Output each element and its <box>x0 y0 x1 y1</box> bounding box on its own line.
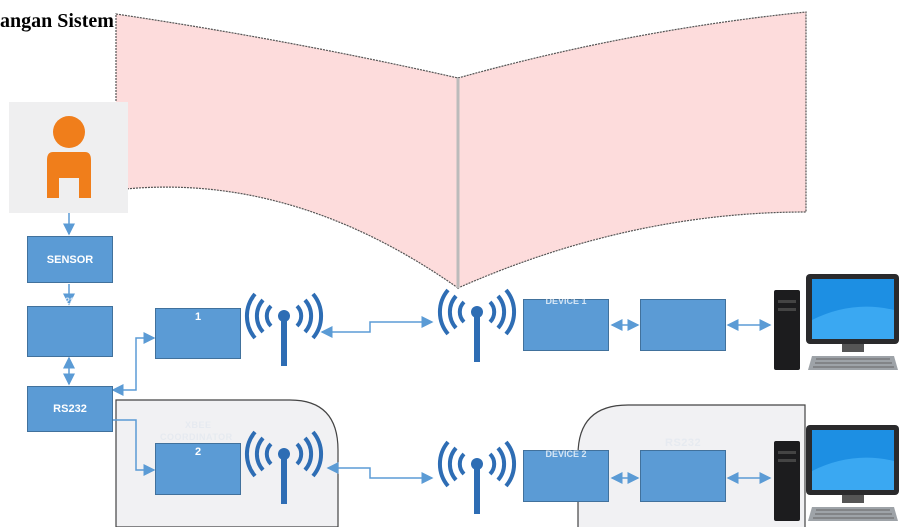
person-panel <box>9 102 128 213</box>
antenna-icon <box>244 292 324 366</box>
rs232-right-box <box>640 450 726 502</box>
converter-1-box <box>640 299 726 351</box>
person-icon <box>47 116 91 198</box>
antenna-icon <box>437 440 517 514</box>
receiver-2-box: 2 <box>155 443 241 495</box>
device-2-box: DEVICE 2 <box>523 449 609 502</box>
sensor-box: SENSOR <box>27 236 113 283</box>
receiver-1-label: 1 <box>194 311 202 323</box>
processor-box: 28 <box>27 296 113 357</box>
page-title: angan Sistem <box>0 10 114 32</box>
device-1-label: DEVICE 1 <box>545 296 587 306</box>
antenna-icon <box>437 288 517 362</box>
coordinator-label: COORDINATOR <box>160 432 233 442</box>
computer-icon <box>774 425 899 521</box>
receiver-2-label: 2 <box>194 446 202 458</box>
device-1-box: DEVICE 1 <box>523 296 609 351</box>
rs232-left-box: RS232 <box>27 386 113 432</box>
rs232-right-label: RS232 <box>665 437 702 449</box>
receiver-1-box: 1 <box>155 308 241 359</box>
computer-icon <box>774 274 899 370</box>
antenna-icon <box>244 430 324 504</box>
xbee-label: XBEE <box>185 420 212 430</box>
processor-box-label: 28 <box>64 296 75 306</box>
device-2-label: DEVICE 2 <box>545 449 587 459</box>
